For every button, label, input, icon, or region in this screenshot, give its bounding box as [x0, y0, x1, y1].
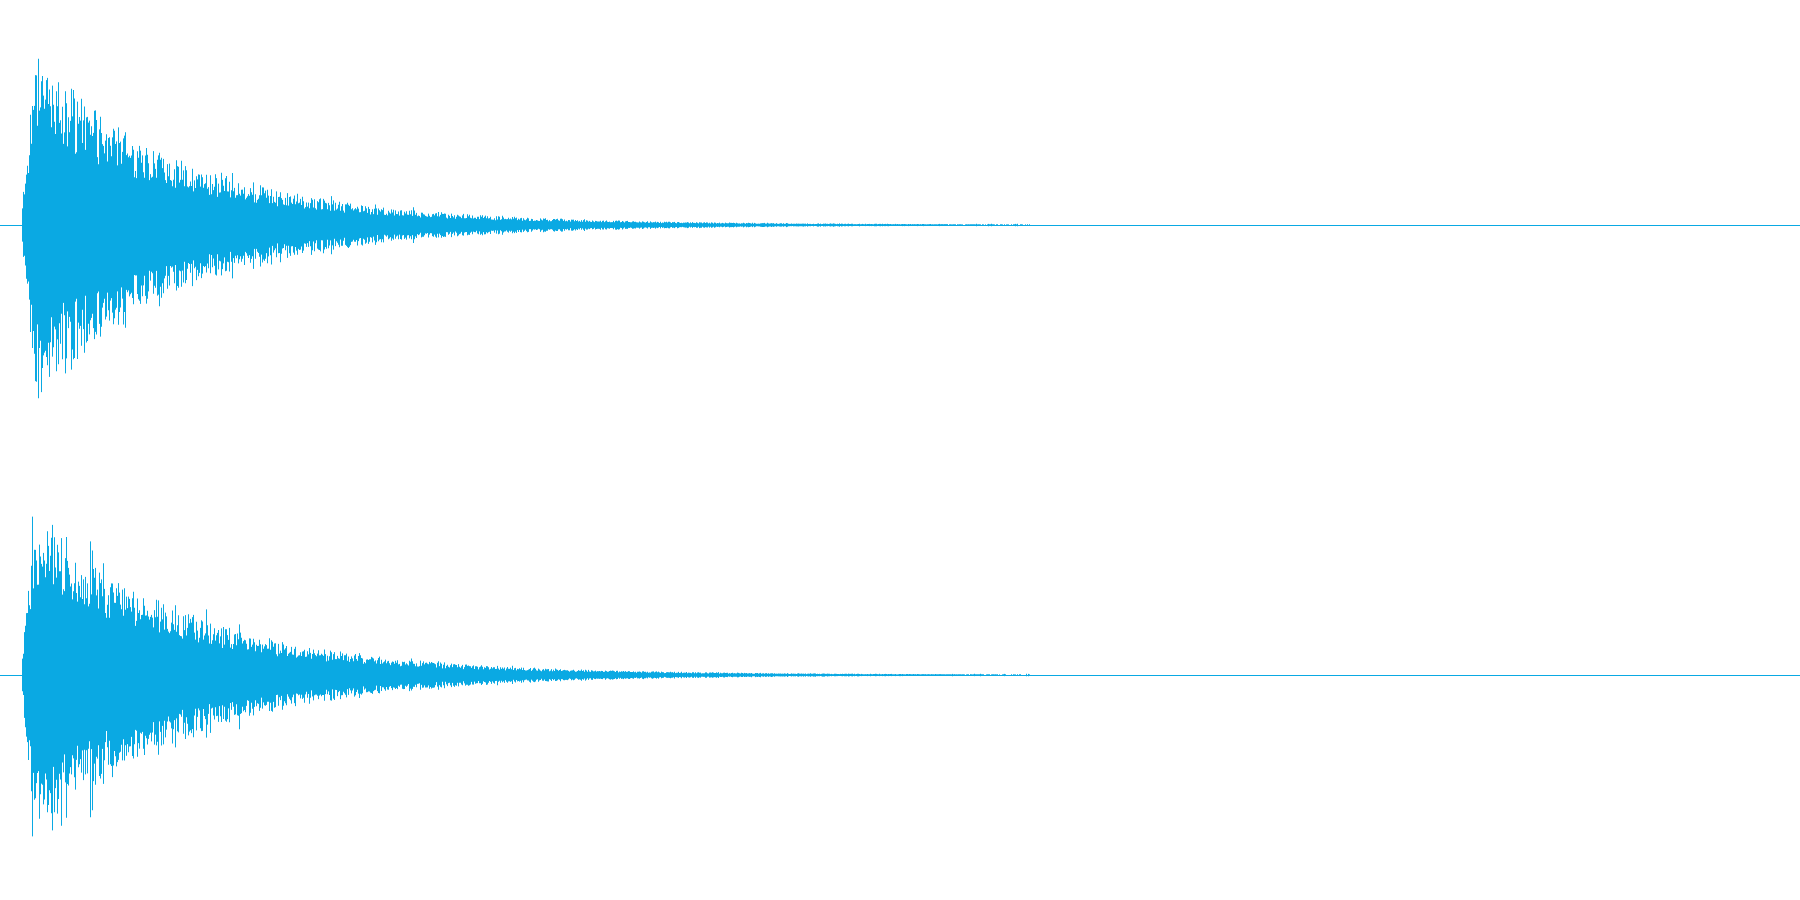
waveform-signal	[22, 58, 1030, 399]
waveform-signal	[22, 516, 1030, 837]
waveform-track-1	[0, 58, 1800, 399]
waveform-track-2	[0, 516, 1800, 837]
